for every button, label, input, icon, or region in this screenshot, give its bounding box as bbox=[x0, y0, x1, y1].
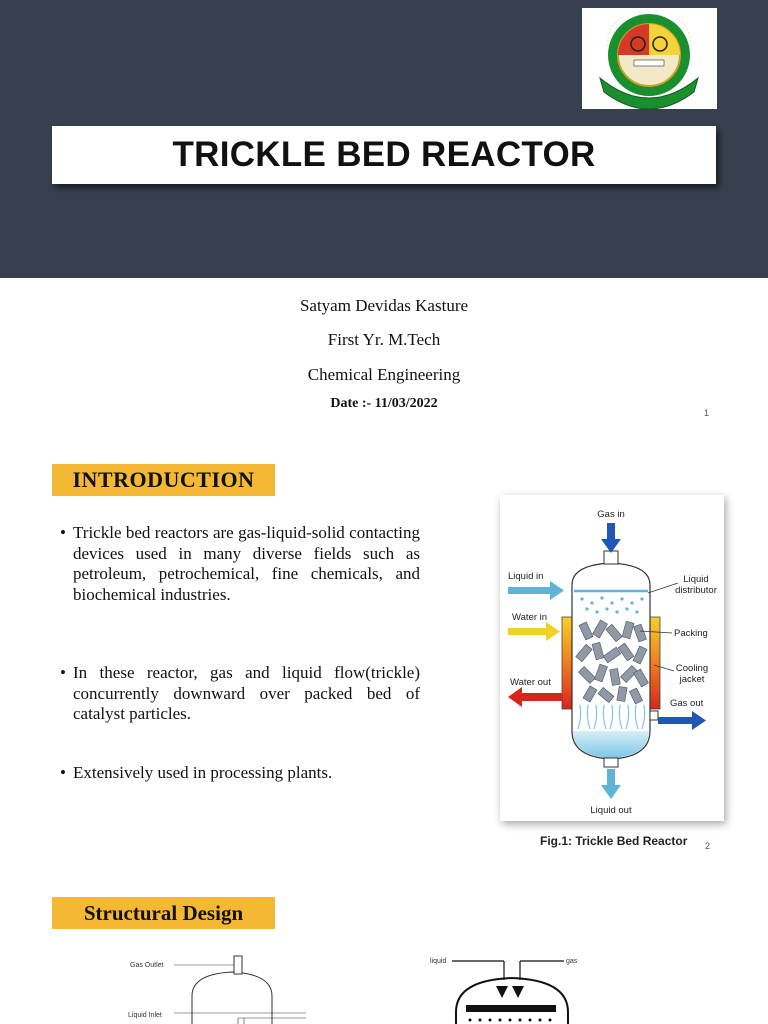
presentation-date: Date :- 11/03/2022 bbox=[330, 396, 438, 411]
structural-diagram-1: Gas Outlet Liquid Inlet bbox=[128, 955, 306, 1024]
vessel-outline bbox=[191, 971, 273, 1024]
label-gas-in: Gas in bbox=[597, 509, 624, 520]
liquid-arrow-down-icon bbox=[496, 986, 508, 998]
bullet-text-2: In these reactor, gas and liquid flow(tr… bbox=[73, 663, 420, 723]
water-in-arrow bbox=[508, 622, 560, 641]
liquid-pool bbox=[573, 731, 649, 758]
institute-logo bbox=[582, 8, 717, 110]
gas-out-arrow bbox=[658, 711, 706, 730]
bottom-nozzle bbox=[603, 757, 619, 768]
catalyst-packing bbox=[575, 619, 649, 705]
label-liquid-out: Liquid out bbox=[590, 805, 632, 816]
reactor-vessel bbox=[571, 562, 651, 760]
bullet-icon: • bbox=[60, 663, 66, 682]
label-liquid-inlet: Liquid Inlet bbox=[128, 1012, 162, 1019]
department-name: Chemical Engineering bbox=[307, 365, 461, 384]
label-liquid: liquid bbox=[430, 958, 446, 965]
label-liquid-distributor-line2: distributor bbox=[675, 585, 717, 596]
label-cooling-jacket-line1: Cooling bbox=[676, 663, 708, 674]
liquid-in-arrow bbox=[508, 581, 564, 600]
title-banner: TRICKLE BED REACTOR bbox=[52, 126, 716, 184]
gas-arrow-down-icon bbox=[512, 986, 524, 998]
vessel-top-outline bbox=[455, 976, 569, 1024]
introduction-heading: INTRODUCTION bbox=[52, 464, 275, 496]
page-number-1: 1 bbox=[704, 408, 710, 418]
gas-outlet-nozzle bbox=[233, 955, 243, 975]
distributor-plate bbox=[466, 1005, 556, 1012]
bullet-text-3: Extensively used in processing plants. bbox=[73, 763, 333, 782]
bullet-icon: • bbox=[60, 523, 66, 542]
bullet-item-1: • Trickle bed reactors are gas-liquid-so… bbox=[60, 523, 420, 605]
page-number-2: 2 bbox=[705, 841, 711, 851]
bullet-text-1: Trickle bed reactors are gas-liquid-soli… bbox=[73, 523, 420, 604]
label-gas-outlet: Gas Outlet bbox=[130, 962, 164, 969]
label-cooling-jacket-line2: jacket bbox=[679, 674, 705, 685]
structural-design-heading: Structural Design bbox=[52, 897, 275, 929]
label-packing: Packing bbox=[674, 628, 708, 639]
water-out-arrow bbox=[508, 687, 562, 707]
leader-lines bbox=[639, 582, 679, 672]
gas-out-nozzle bbox=[649, 710, 659, 721]
liquid-trickle bbox=[577, 704, 646, 730]
bullet-item-3: • Extensively used in processing plants. bbox=[60, 763, 420, 784]
label-liquid-in: Liquid in bbox=[508, 571, 543, 582]
gas-in-arrow bbox=[601, 523, 621, 553]
bullet-icon: • bbox=[60, 763, 66, 782]
author-name: Satyam Devidas Kasture bbox=[299, 296, 469, 315]
figure-caption: Fig.1: Trickle Bed Reactor bbox=[540, 834, 688, 848]
presentation-title: TRICKLE BED REACTOR bbox=[172, 135, 596, 174]
program-name: First Yr. M.Tech bbox=[327, 330, 441, 349]
trickle-bed-reactor-diagram: Gas in Liquid in Liquid distributor Wate… bbox=[508, 509, 717, 816]
structural-diagram-2: liquid gas bbox=[430, 958, 578, 1024]
liquid-out-arrow bbox=[601, 769, 621, 799]
label-gas-out: Gas out bbox=[670, 698, 704, 709]
label-liquid-distributor-line1: Liquid bbox=[683, 574, 708, 585]
institute-seal-icon bbox=[599, 14, 699, 110]
liquid-droplets bbox=[580, 596, 644, 614]
reactor-figure: Gas in Liquid in Liquid distributor Wate… bbox=[500, 495, 724, 821]
bullet-item-2: • In these reactor, gas and liquid flow(… bbox=[60, 663, 420, 725]
label-gas: gas bbox=[566, 958, 578, 965]
label-water-in: Water in bbox=[512, 612, 547, 623]
label-water-out: Water out bbox=[510, 677, 551, 688]
